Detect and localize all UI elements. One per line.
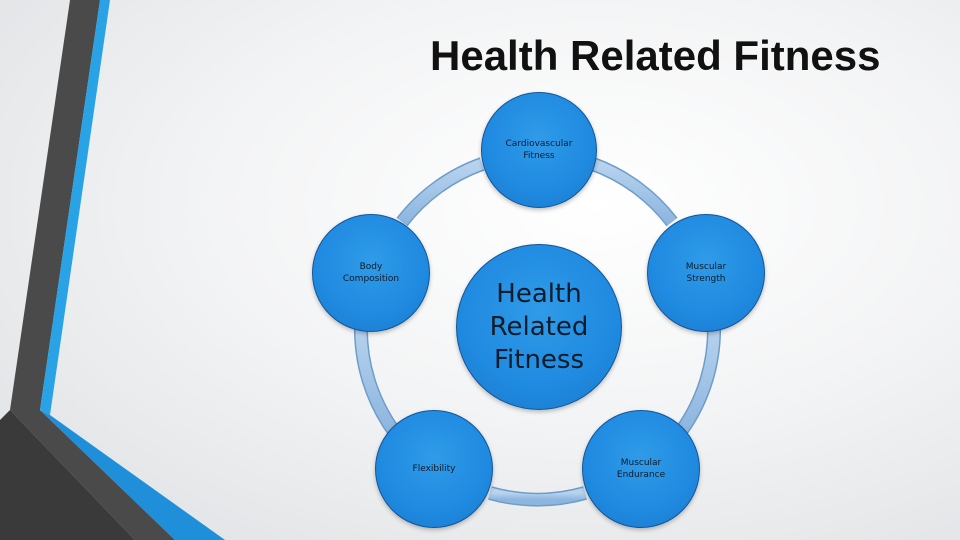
node-cardiovascular-fitness: Cardiovascular Fitness (481, 92, 597, 208)
node-muscular-endurance: Muscular Endurance (582, 410, 700, 528)
page-title: Health Related Fitness (430, 32, 881, 79)
node-muscular-strength: Muscular Strength (647, 214, 765, 332)
center-node-label: Health Related Fitness (489, 278, 589, 375)
center-node: Health Related Fitness (456, 244, 622, 410)
node-label: Flexibility (412, 464, 456, 474)
node-body-composition: Body Composition (312, 214, 430, 332)
node-flexibility: Flexibility (375, 410, 493, 528)
node-label: Muscular Endurance (616, 458, 666, 480)
node-label: Cardiovascular Fitness (505, 139, 573, 161)
node-label: Body Composition (342, 262, 400, 284)
node-label: Muscular Strength (685, 262, 727, 284)
